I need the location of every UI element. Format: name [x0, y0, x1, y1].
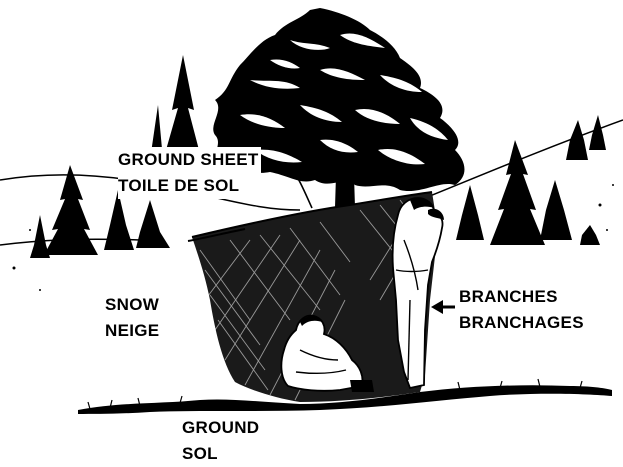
ground-sheet-label: GROUND SHEET TOILE DE SOL [118, 147, 261, 199]
snow-label-en: SNOW [105, 292, 159, 318]
snow-label: SNOW NEIGE [105, 292, 159, 344]
ground-label: GROUND SOL [182, 415, 259, 467]
ground-label-en: GROUND [182, 415, 259, 441]
ground-label-fr: SOL [182, 441, 259, 467]
branches-label-en: BRANCHES [459, 284, 584, 310]
ground-sheet-label-fr: TOILE DE SOL [118, 173, 259, 199]
ground-sheet-label-en: GROUND SHEET [118, 147, 259, 173]
branches-label: BRANCHES BRANCHAGES [459, 284, 584, 336]
branches-label-fr: BRANCHAGES [459, 310, 584, 336]
arrow-left-icon [431, 300, 455, 314]
snow-label-fr: NEIGE [105, 318, 159, 344]
